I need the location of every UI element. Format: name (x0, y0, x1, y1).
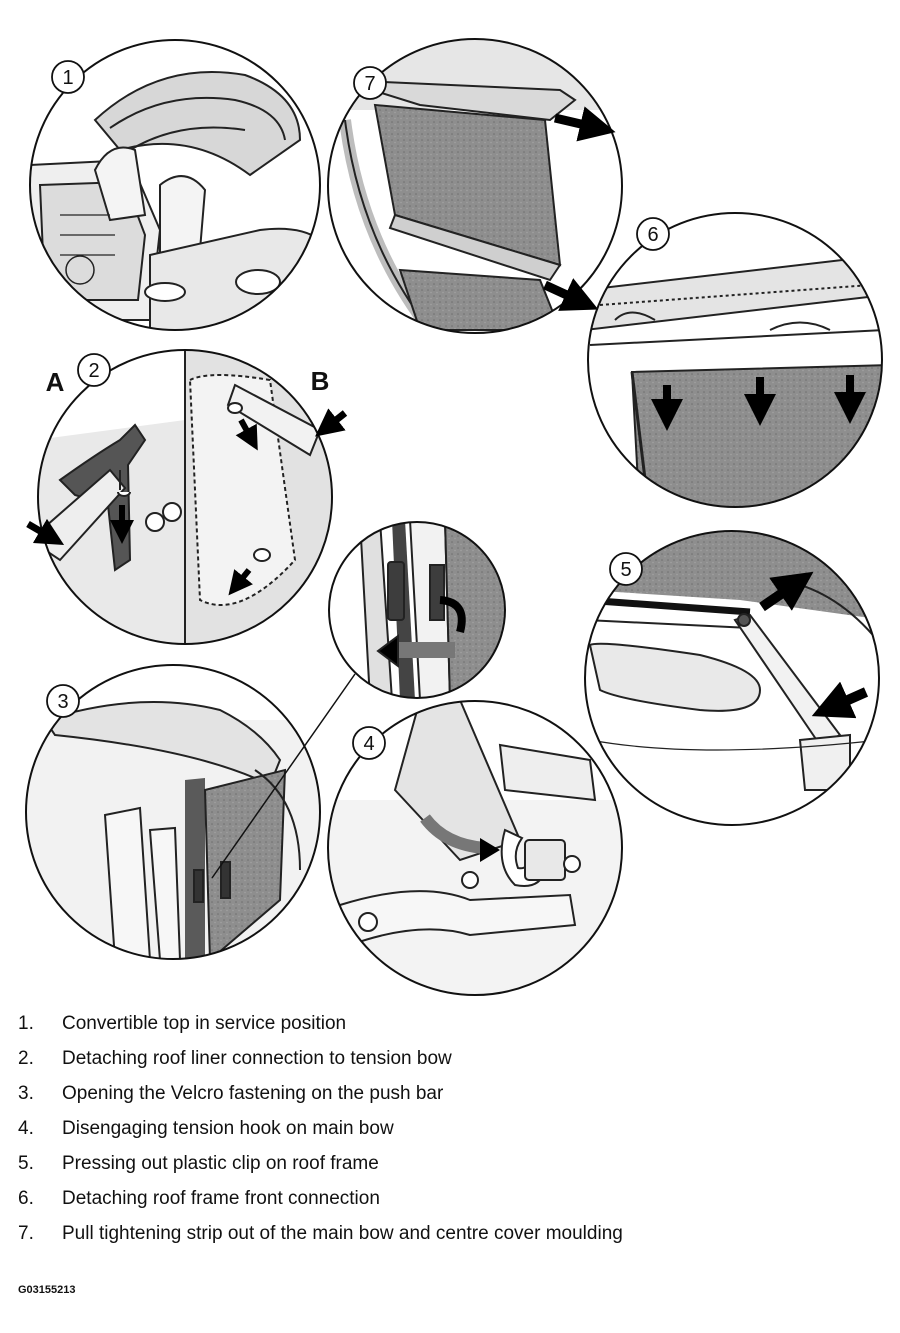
side-label-a: A (46, 367, 65, 397)
legend-number: 1. (18, 1013, 34, 1034)
legend-item: 1. Convertible top in service position (18, 1012, 638, 1036)
legend-item: 5. Pressing out plastic clip on roof fra… (18, 1152, 638, 1176)
legend-text: Disengaging tension hook on main bow (62, 1118, 394, 1139)
callout-6: 6 (636, 217, 670, 251)
callout-2: 2 (77, 353, 111, 387)
callout-5: 5 (609, 552, 643, 586)
legend-item: 2. Detaching roof liner connection to te… (18, 1047, 638, 1071)
legend-item: 4. Disengaging tension hook on main bow (18, 1117, 638, 1141)
legend-number: 2. (18, 1048, 34, 1069)
callout-3: 3 (46, 684, 80, 718)
figure-code: G03155213 (18, 1284, 76, 1296)
legend-text: Pressing out plastic clip on roof frame (62, 1153, 379, 1174)
callout-1: 1 (51, 60, 85, 94)
panel-2 (26, 349, 348, 645)
legend-item: 7. Pull tightening strip out of the main… (18, 1222, 638, 1246)
legend-text: Pull tightening strip out of the main bo… (62, 1223, 623, 1244)
panel-3 (25, 664, 321, 960)
panel-4 (327, 700, 623, 996)
legend-list: 1. Convertible top in service position 2… (18, 1012, 638, 1257)
legend-text: Convertible top in service position (62, 1013, 347, 1034)
svg-text:1: 1 (62, 67, 73, 89)
panel-5 (584, 530, 880, 826)
panel-7 (327, 38, 623, 334)
legend-text: Detaching roof liner connection to tensi… (62, 1048, 452, 1069)
callout-4: 4 (352, 726, 386, 760)
service-illustration: 1 7 6 2 A B 5 3 4 (25, 38, 883, 996)
svg-text:5: 5 (620, 559, 631, 581)
panel-6 (587, 212, 883, 508)
velcro-detail (211, 521, 506, 879)
svg-text:2: 2 (88, 360, 99, 382)
svg-text:3: 3 (57, 691, 68, 713)
svg-text:4: 4 (363, 733, 374, 755)
legend-text: Opening the Velcro fastening on the push… (62, 1083, 444, 1104)
legend-number: 7. (18, 1223, 34, 1244)
legend-number: 5. (18, 1153, 34, 1174)
legend-number: 3. (18, 1083, 34, 1104)
legend-item: 6. Detaching roof frame front connection (18, 1187, 638, 1211)
svg-text:6: 6 (647, 224, 658, 246)
svg-text:7: 7 (364, 73, 375, 95)
legend-number: 4. (18, 1118, 34, 1139)
panel-1 (29, 39, 321, 331)
legend-text: Detaching roof frame front connection (62, 1188, 380, 1209)
legend-number: 6. (18, 1188, 34, 1209)
callout-7: 7 (353, 66, 387, 100)
legend-item: 3. Opening the Velcro fastening on the p… (18, 1082, 638, 1106)
side-label-b: B (311, 366, 330, 396)
